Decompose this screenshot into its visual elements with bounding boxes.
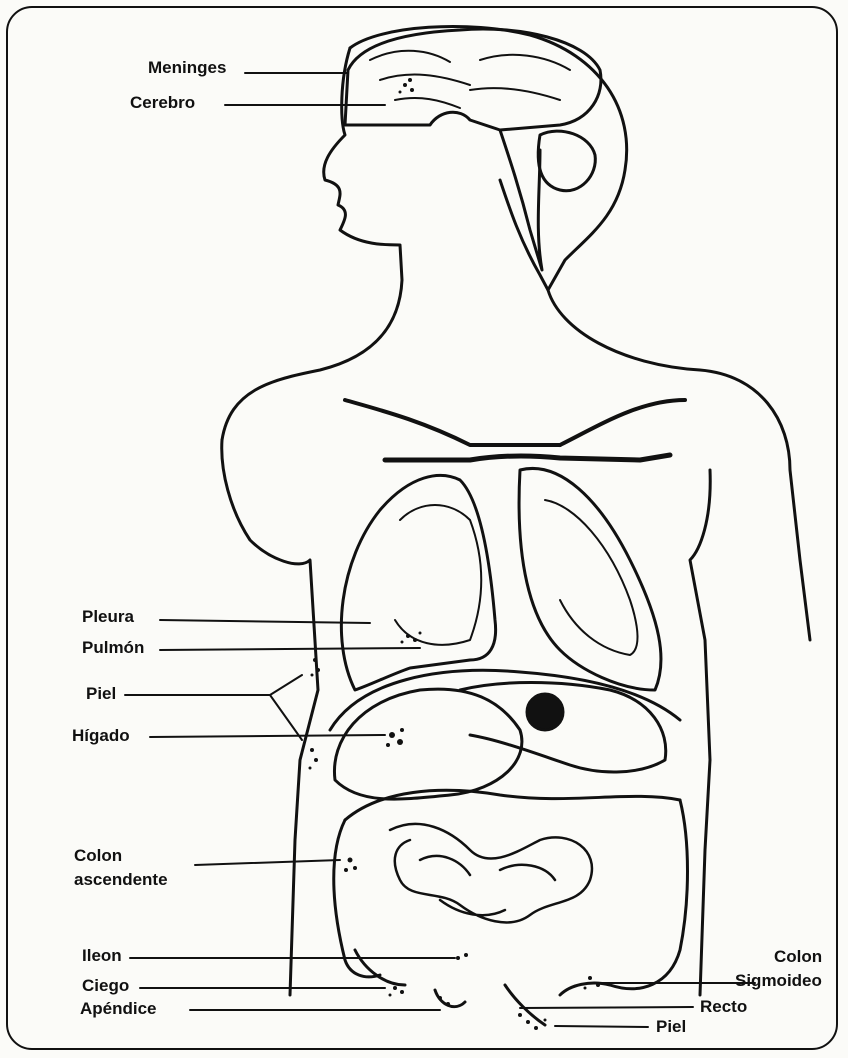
shoulder-right (548, 290, 810, 640)
label-pleura: Pleura (82, 607, 134, 627)
label-higado: Hígado (72, 726, 130, 746)
label-ileon: Ileon (82, 946, 122, 966)
lung-right (519, 468, 661, 690)
label-ciego: Ciego (82, 976, 129, 996)
leader-colon-asc (195, 860, 340, 865)
label-apendice: Apéndice (80, 999, 157, 1019)
leader-piel-chest (125, 675, 302, 740)
lung-right-inner (545, 500, 638, 655)
rib-bar (385, 455, 670, 460)
leader-higado (150, 735, 385, 737)
label-meninges: Meninges (148, 58, 226, 78)
label-colon-sigmoideo-1: Colon (774, 947, 822, 967)
torso-right (690, 470, 710, 995)
leader-pulmon (160, 648, 420, 650)
label-pulmon: Pulmón (82, 638, 144, 658)
clavicle-left (345, 400, 560, 445)
label-piel-bottom: Piel (656, 1017, 686, 1037)
label-colon-ascendente-1: Colon (74, 846, 122, 866)
label-cerebro: Cerebro (130, 93, 195, 113)
rectum (505, 985, 545, 1025)
label-colon-ascendente-2: ascendente (74, 870, 168, 890)
head-outline (350, 26, 627, 290)
cecum (355, 950, 405, 985)
stomach-dark-spot (527, 694, 563, 730)
label-colon-sigmoideo-2: Sigmoideo (735, 971, 822, 991)
cerebellum (538, 131, 595, 191)
colon-descending (560, 800, 688, 995)
leader-pleura (160, 620, 370, 623)
leader-recto (520, 1007, 693, 1008)
clavicle-right (560, 400, 685, 445)
label-piel-chest: Piel (86, 684, 116, 704)
colon-transverse (345, 790, 680, 820)
face-profile (222, 48, 402, 440)
brain-folds (370, 51, 570, 108)
label-recto: Recto (700, 997, 747, 1017)
liver (334, 689, 521, 799)
small-intestine (390, 824, 592, 923)
lung-left-inner (395, 505, 481, 645)
torso-left (222, 440, 318, 995)
lesion-spots (309, 78, 601, 1030)
leader-piel-bottom (555, 1026, 648, 1027)
